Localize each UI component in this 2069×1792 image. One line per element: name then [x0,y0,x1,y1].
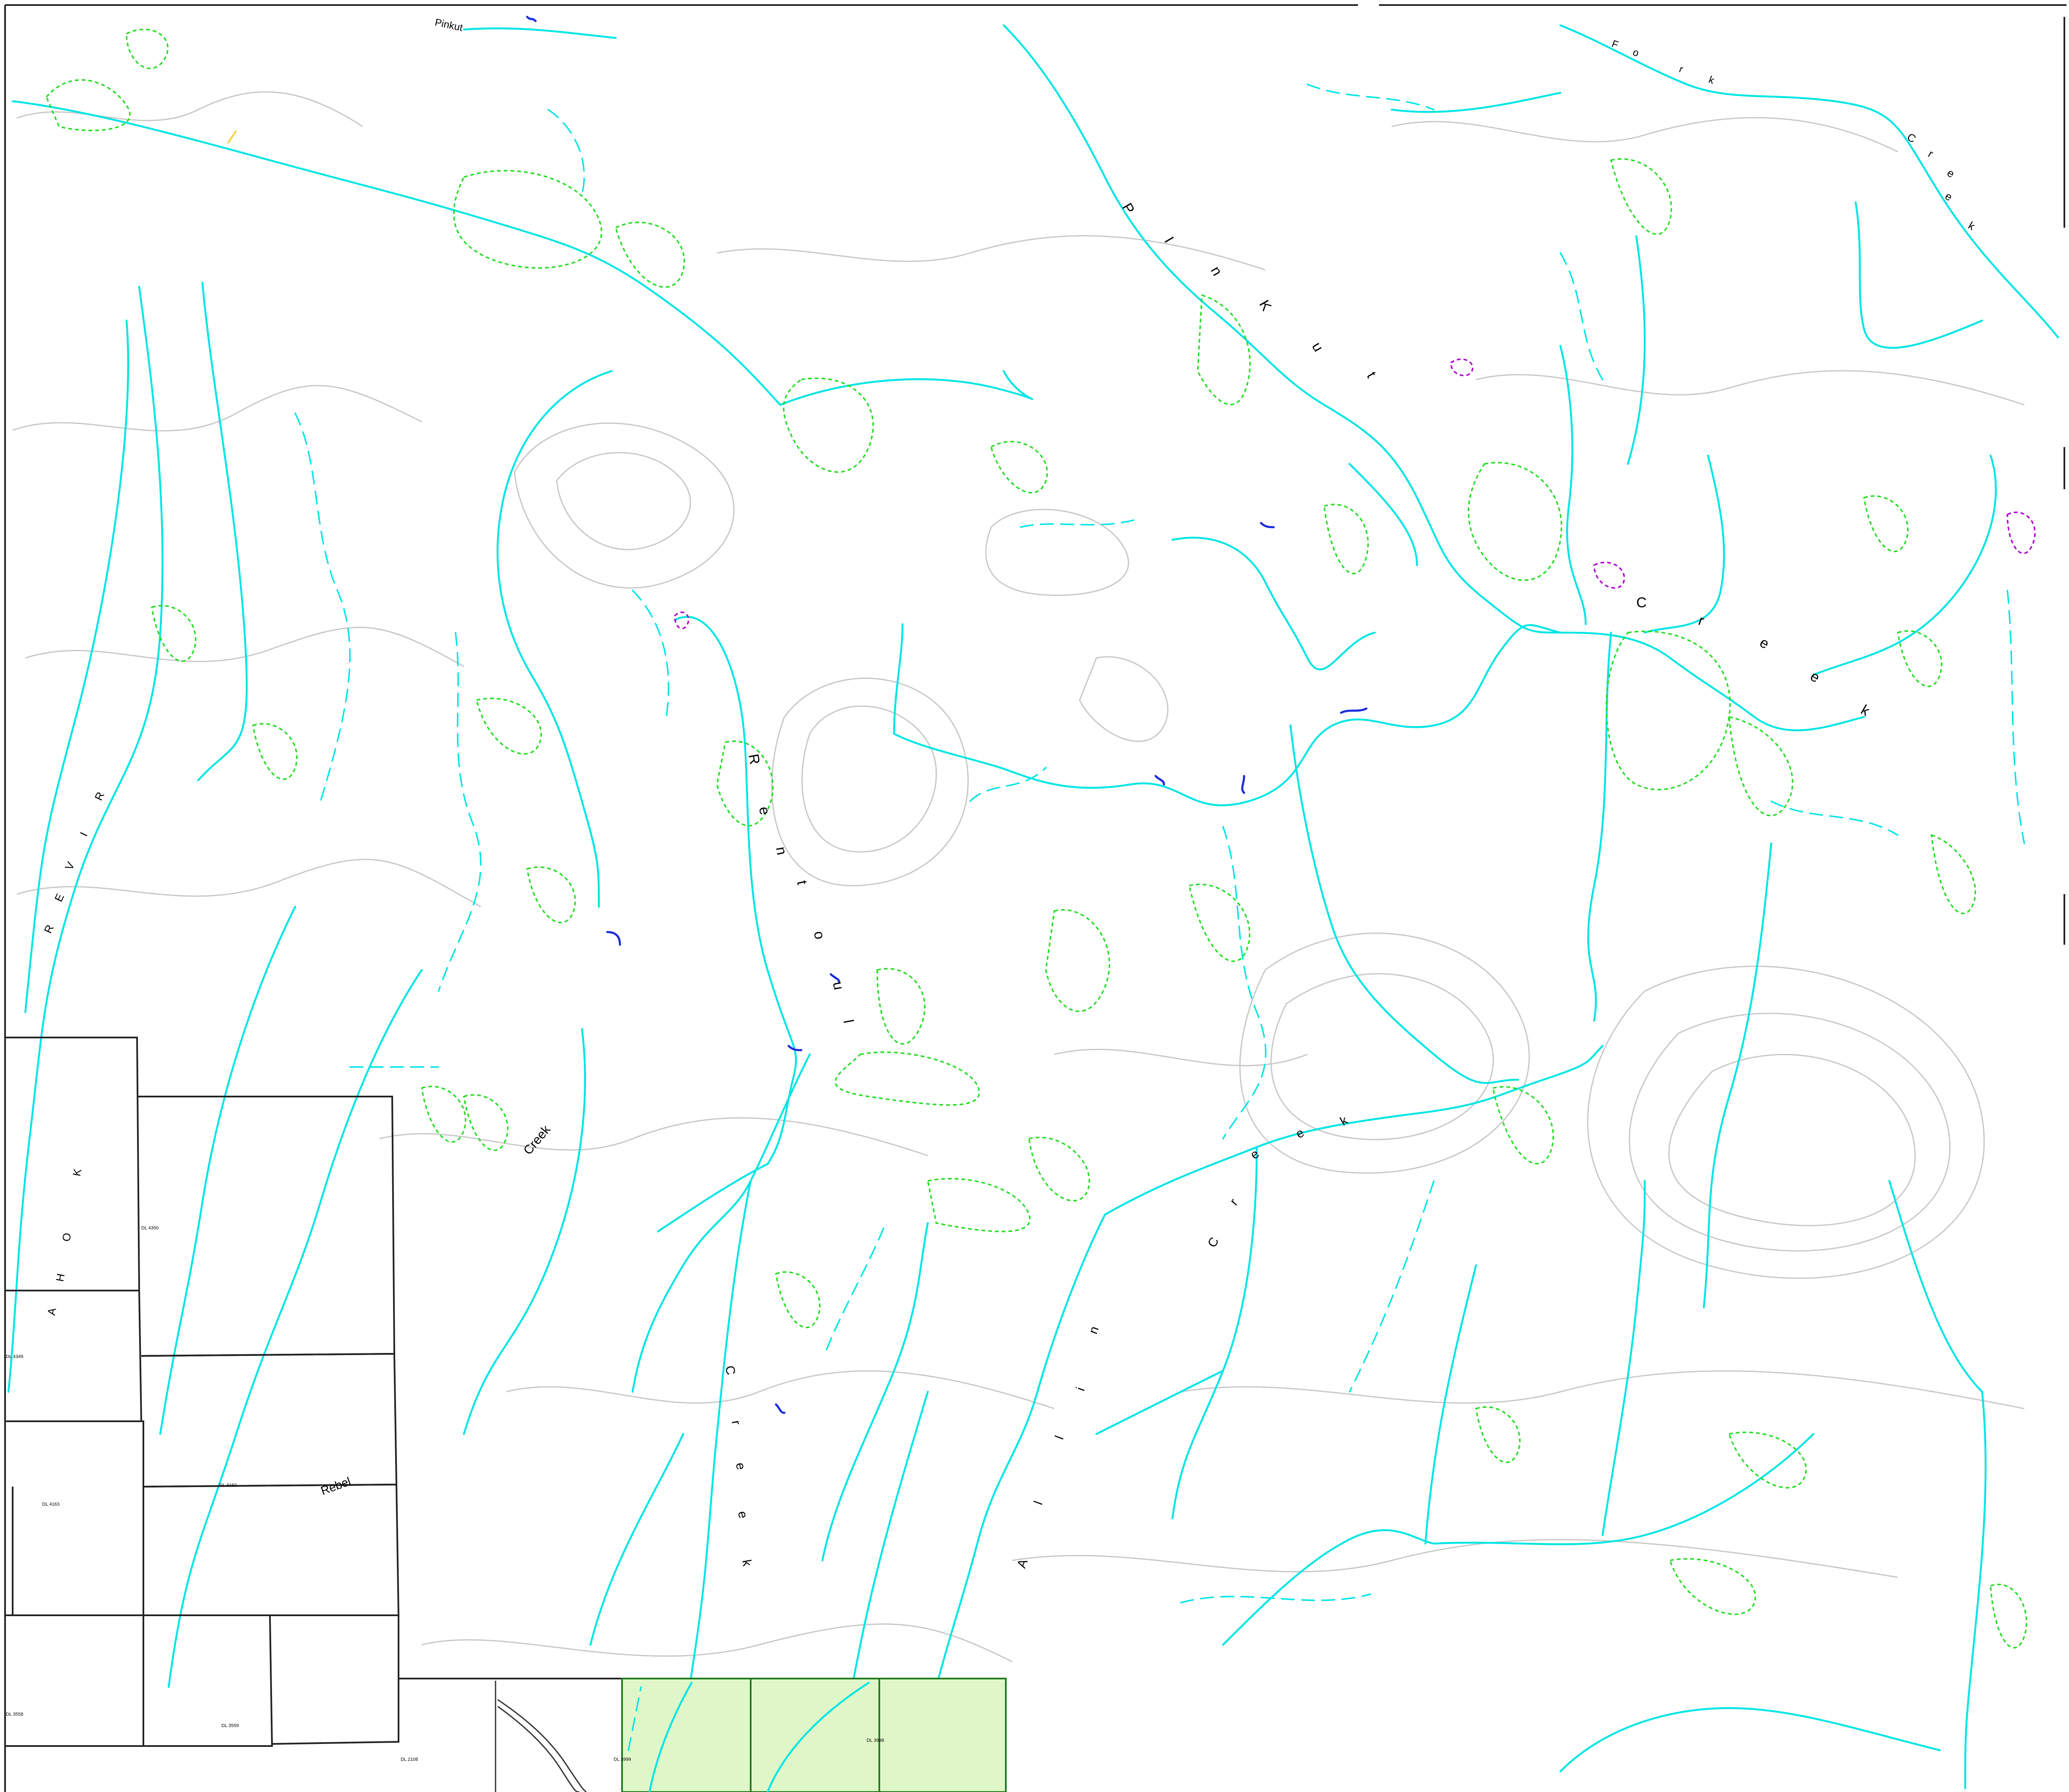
park-streams [628,1682,870,1792]
channel-marks [526,16,1368,1414]
lot-label-dl-4162: DL 4162 [219,1483,237,1488]
hoko-letter: H [53,1272,67,1283]
lot-label-dl-3999: DL 3999 [614,1757,631,1762]
hoko-label: K O H A [45,1167,84,1316]
intermittent-streams [294,84,2025,1603]
park-parcels [621,1678,1007,1792]
yellow-mark [227,130,237,144]
lot-label-dl-3559: DL 3559 [221,1723,239,1728]
lot-label-dl-4163: DL 4163 [42,1502,59,1507]
lot-label-dl-3558: DL 3558 [6,1712,23,1717]
lot-labels: DL 4350 DL 4349 DL 4163 DL 4162 DL 3558 … [6,1226,884,1762]
wetlands-purple [674,358,2036,630]
lower-creek-letter: e [733,1461,748,1471]
lower-creek-letter: e [735,1510,750,1519]
lot-label-dl-4350: DL 4350 [141,1226,159,1231]
lot-label-dl-4349: DL 4349 [6,1354,23,1359]
road [495,1681,587,1792]
lot-label-dl-3998: DL 3998 [867,1738,884,1743]
streams [7,24,2059,1789]
lot-label-dl-2108: DL 2108 [401,1757,418,1762]
wetlands [45,29,2027,1649]
map-frame [4,4,2066,945]
contour-lines [12,91,2025,1663]
pinkut-creek-letter: C [1636,595,1647,611]
lower-creek-letter: k [739,1558,754,1567]
hoko-letter: A [45,1307,59,1316]
hoko-letter: K [70,1167,84,1177]
